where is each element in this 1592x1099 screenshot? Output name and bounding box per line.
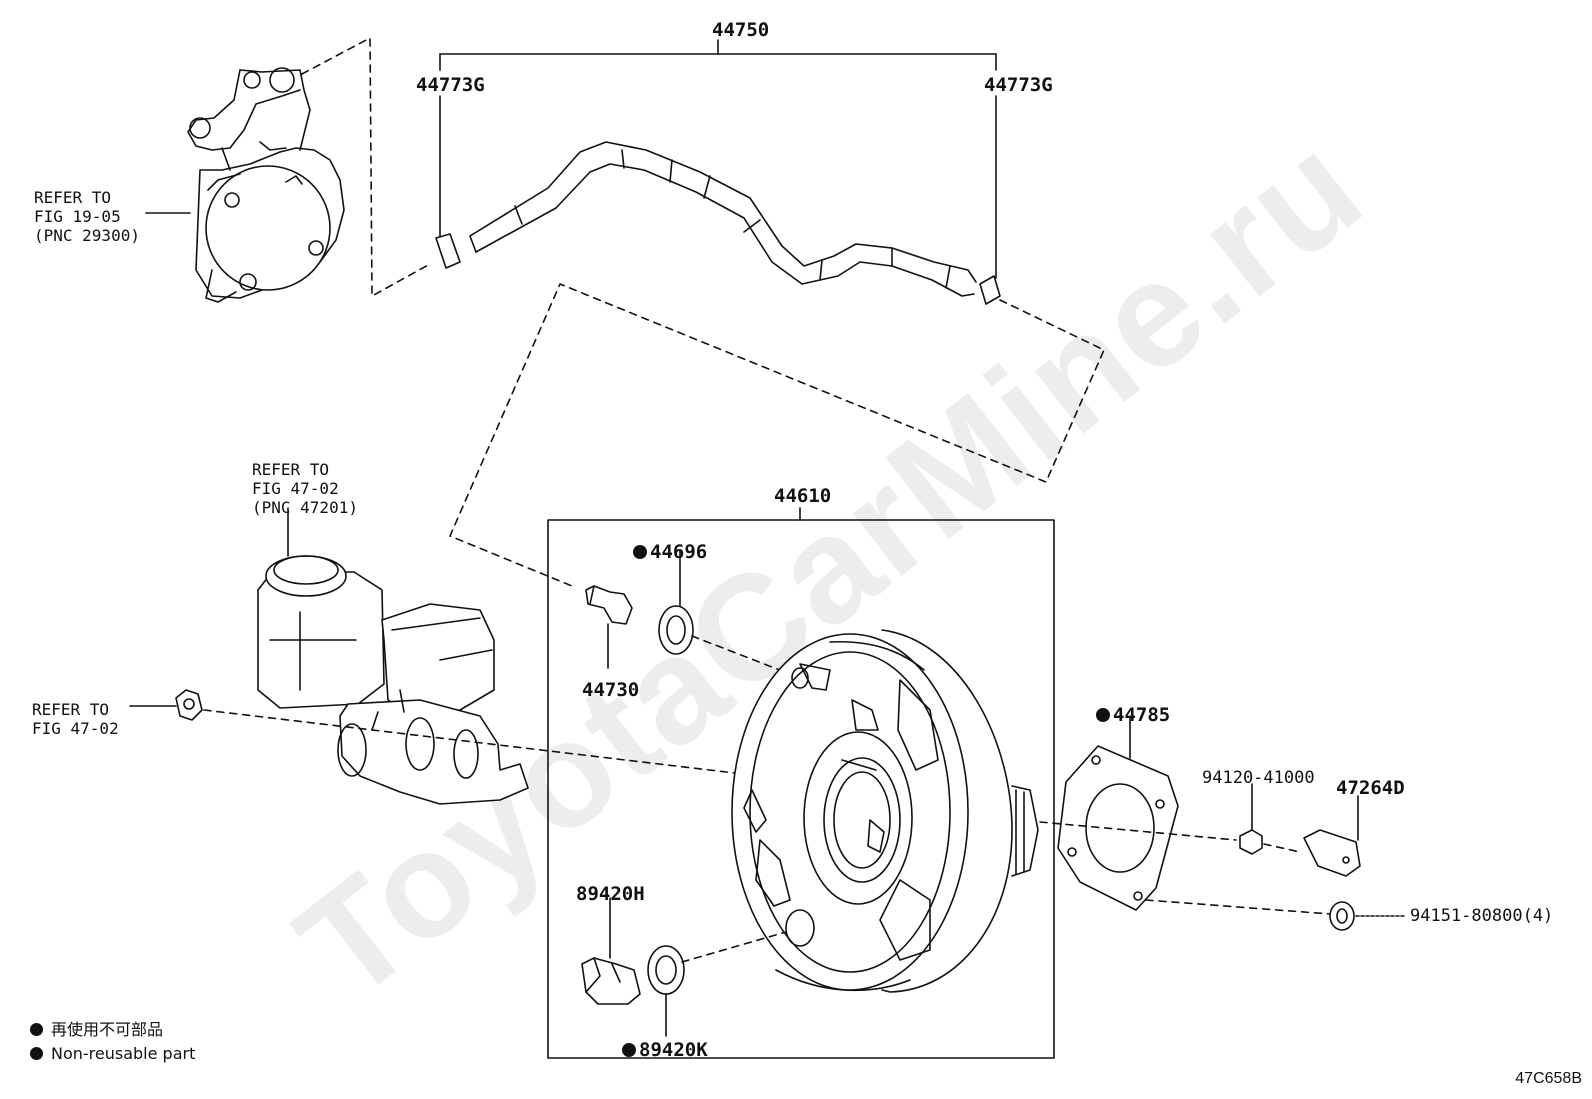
vacuum-hose (469, 141, 977, 297)
reference-line: REFER TO (32, 700, 110, 719)
reference-master-cylinder: REFER TO FIG 47-02 (PNC 47201) (252, 460, 358, 517)
legend: 再使用不可部品 Non-reusable part (30, 1018, 195, 1066)
reference-vacuum-pump: REFER TO FIG 19-05 (PNC 29300) (34, 188, 140, 245)
legend-english: Non-reusable part (51, 1044, 196, 1063)
part-number-94151-80800: 94151-80800(4) (1410, 906, 1554, 926)
reference-line: REFER TO (34, 188, 112, 207)
non-reusable-dot-icon (30, 1047, 43, 1060)
brake-booster (731, 629, 1039, 993)
reference-line: FIG 47-02 (32, 719, 119, 738)
non-reusable-dot-icon (633, 545, 647, 559)
non-reusable-dot-icon (622, 1043, 636, 1057)
part-number-47264d: 47264D (1336, 777, 1405, 799)
reference-line: FIG 19-05 (34, 207, 121, 226)
reference-line: (PNC 29300) (34, 226, 140, 245)
part-number-44696-label: 44696 (633, 542, 707, 562)
vacuum-pump (187, 67, 345, 303)
figure-code: 47C658B (1515, 1070, 1582, 1087)
part-number-89420k-label: 89420K (622, 1040, 708, 1060)
legend-japanese: 再使用不可部品 (51, 1020, 164, 1039)
part-number-44696: 44696 (650, 541, 708, 563)
part-number-94120-41000: 94120-41000 (1202, 768, 1315, 788)
part-number-89420h: 89420H (576, 883, 645, 905)
legend-japanese-row: 再使用不可部品 (30, 1018, 195, 1042)
part-number-44785: 44785 (1113, 704, 1171, 726)
reference-line: REFER TO (252, 460, 330, 479)
part-number-44773g-right: 44773G (984, 74, 1053, 96)
part-number-44785-label: 44785 (1096, 705, 1170, 725)
part-number-44750: 44750 (712, 19, 770, 41)
master-cylinder (257, 555, 529, 805)
part-number-89420k: 89420K (639, 1039, 708, 1061)
part-number-44773g-left: 44773G (416, 74, 485, 96)
reference-line: (PNC 47201) (252, 498, 358, 517)
legend-english-row: Non-reusable part (30, 1042, 195, 1066)
reference-nut: REFER TO FIG 47-02 (32, 700, 119, 738)
non-reusable-dot-icon (30, 1023, 43, 1036)
reference-line: FIG 47-02 (252, 479, 339, 498)
part-number-44730: 44730 (582, 679, 640, 701)
part-number-44610: 44610 (774, 485, 832, 507)
non-reusable-dot-icon (1096, 708, 1110, 722)
